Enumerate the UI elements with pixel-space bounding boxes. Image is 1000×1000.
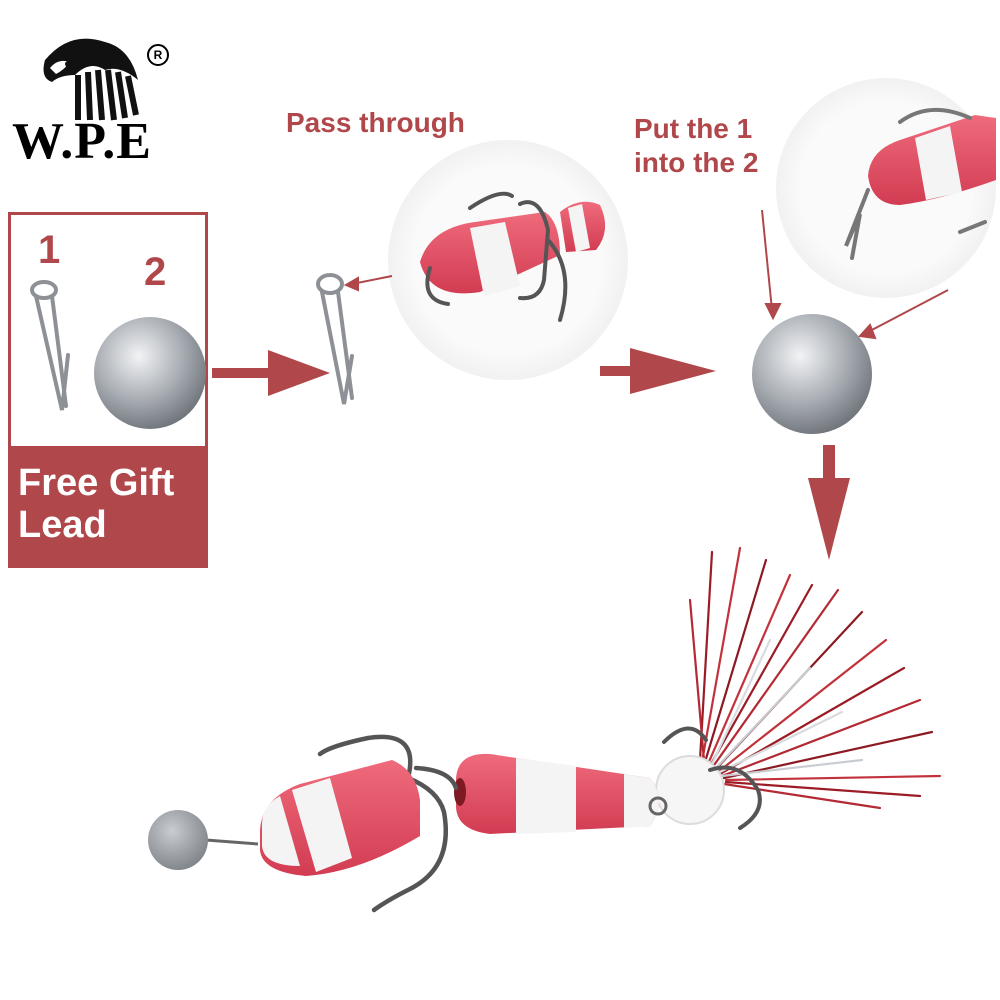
clip-lure-closeup-icon [844, 107, 996, 260]
lead-ball-item [94, 317, 206, 429]
lure-lead-ball [148, 810, 208, 870]
pointer-arrow-icon [343, 275, 393, 292]
registered-mark: R [147, 44, 169, 66]
brand-name: W.P.E [12, 113, 152, 170]
assembled-lure [148, 546, 942, 913]
step2-lead-ball [752, 314, 872, 434]
pointer-arrows-icon [761, 209, 949, 340]
arrow-right-icon [212, 350, 330, 396]
brand-logo: R [10, 20, 200, 190]
item-number-1: 1 [38, 228, 61, 272]
arrow-down-icon [808, 445, 850, 560]
clip-item-icon [30, 280, 70, 411]
eagle-icon [43, 38, 139, 121]
step1-clip-icon [316, 273, 354, 405]
lure-closeup-icon [420, 191, 606, 322]
free-gift-label: Free Gift Lead [8, 446, 208, 568]
put-into-caption: Put the 1 into the 2 [634, 113, 759, 178]
arrow-right-icon-2 [600, 348, 716, 394]
pass-through-caption: Pass through [286, 107, 465, 138]
item-number-2: 2 [144, 250, 167, 294]
